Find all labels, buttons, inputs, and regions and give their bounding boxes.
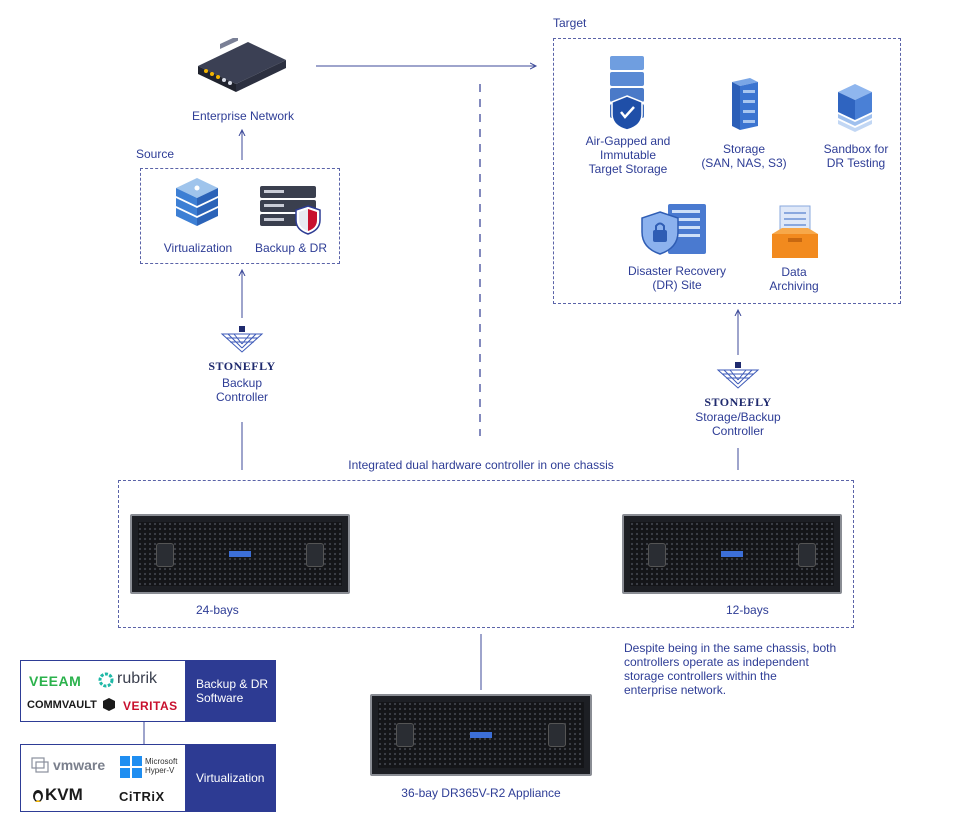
source-label: Source — [136, 147, 175, 161]
stonefly-wordmark: STONEFLY — [208, 359, 276, 373]
storage-rack-icon — [732, 78, 758, 130]
sandbox-label-1: Sandbox for — [823, 142, 889, 156]
dr-site-label-2: (DR) Site — [652, 278, 702, 292]
microsoft-text: Microsoft — [145, 757, 178, 766]
storage-backup-controller-label-2: Controller — [711, 424, 765, 438]
backup-dr-label: Backup & DR — [254, 241, 328, 255]
storage-backup-controller-label-1: Storage/Backup — [695, 410, 781, 424]
commvault-hex-icon — [103, 698, 115, 711]
chassis-handle — [648, 542, 666, 567]
chassis-12-bays — [622, 514, 842, 594]
appliance-label: 36-bay DR365V-R2 Appliance — [401, 786, 561, 800]
chassis-handle — [156, 542, 174, 567]
backup-software-title: Backup & DR Software — [186, 660, 276, 722]
sandbox-label-2: DR Testing — [826, 156, 886, 170]
chassis-handle — [396, 723, 414, 748]
backup-software-title-2: Software — [196, 691, 244, 705]
rubrik-icon — [98, 672, 114, 688]
air-gapped-storage-icon — [610, 56, 644, 131]
citrix-logo: CiTRiX — [119, 789, 165, 804]
storage-label-2: (SAN, NAS, S3) — [701, 156, 787, 170]
chassis-24-bays — [130, 514, 350, 594]
stonefly-storage-logo: STONEFLY — [698, 362, 778, 410]
storage-label-1: Storage — [722, 142, 766, 156]
veritas-logo: VERITAS — [123, 699, 178, 713]
chassis-badge — [470, 731, 492, 738]
stonefly-backup-logo: STONEFLY — [202, 326, 282, 374]
virtualization-software-title: Virtualization — [186, 744, 276, 812]
disaster-recovery-icon — [641, 204, 706, 255]
stonefly-mark-icon — [716, 362, 760, 389]
rubrik-logo: rubrik — [117, 670, 158, 687]
stonefly-wordmark: STONEFLY — [704, 395, 772, 409]
commvault-logo: COMMVAULT — [27, 699, 97, 711]
kvm-logo: KVM — [45, 785, 83, 804]
note-line-1: Despite being in the same chassis, both — [624, 641, 837, 655]
enterprise-network-label: Enterprise Network — [191, 109, 295, 123]
kvm-penguin-icon — [33, 790, 43, 802]
virtualization-label: Virtualization — [163, 241, 233, 255]
backup-controller-label-1: Backup — [221, 376, 263, 390]
air-gapped-label-2: Immutable — [599, 148, 657, 162]
note-line-3: storage controllers within the — [624, 669, 777, 683]
microsoft-hyperv-logo: Microsoft Hyper-V — [145, 757, 177, 775]
target-label: Target — [553, 16, 587, 30]
integrated-chassis-label: Integrated dual hardware controller in o… — [348, 458, 614, 472]
note-line-2: controllers operate as independent — [624, 655, 809, 669]
veeam-logo: VEEAM — [29, 673, 82, 689]
data-archiving-icon — [772, 205, 818, 258]
backup-software-title-1: Backup & DR — [196, 677, 269, 691]
note-line-4: enterprise network. — [624, 683, 727, 697]
stonefly-mark-icon — [220, 326, 264, 353]
hyperv-text: Hyper-V — [145, 766, 175, 775]
virtualization-logos: vmware Microsoft Hyper-V KVM CiTRiX — [20, 744, 186, 812]
chassis-handle — [798, 542, 816, 567]
chassis-handle — [306, 542, 324, 567]
bays-24-label: 24-bays — [196, 603, 239, 617]
backup-controller-label-2: Controller — [215, 390, 269, 404]
chassis-badge — [721, 550, 743, 557]
backup-software-logos: VEEAM rubrik COMMVAULT VERITAS — [20, 660, 186, 722]
data-archiving-label-1: Data — [781, 265, 807, 279]
air-gapped-label-3: Target Storage — [588, 162, 668, 176]
vmware-logo: vmware — [53, 757, 106, 773]
integrated-chassis-group — [118, 480, 854, 628]
backup-dr-server-icon — [260, 186, 321, 235]
target-group — [553, 38, 901, 304]
sandbox-cube-icon — [838, 84, 872, 132]
vmware-icon — [31, 757, 49, 773]
air-gapped-label-1: Air-Gapped and — [585, 134, 671, 148]
dr-site-label-1: Disaster Recovery — [627, 264, 727, 278]
network-switch-icon — [198, 38, 286, 92]
data-archiving-label-2: Archiving — [769, 279, 819, 293]
chassis-badge — [229, 550, 251, 557]
microsoft-windows-icon — [120, 756, 142, 778]
virtualization-server-icon — [176, 178, 218, 226]
chassis-handle — [548, 723, 566, 748]
appliance-chassis — [370, 694, 592, 776]
source-group — [140, 168, 340, 264]
bays-12-label: 12-bays — [726, 603, 769, 617]
